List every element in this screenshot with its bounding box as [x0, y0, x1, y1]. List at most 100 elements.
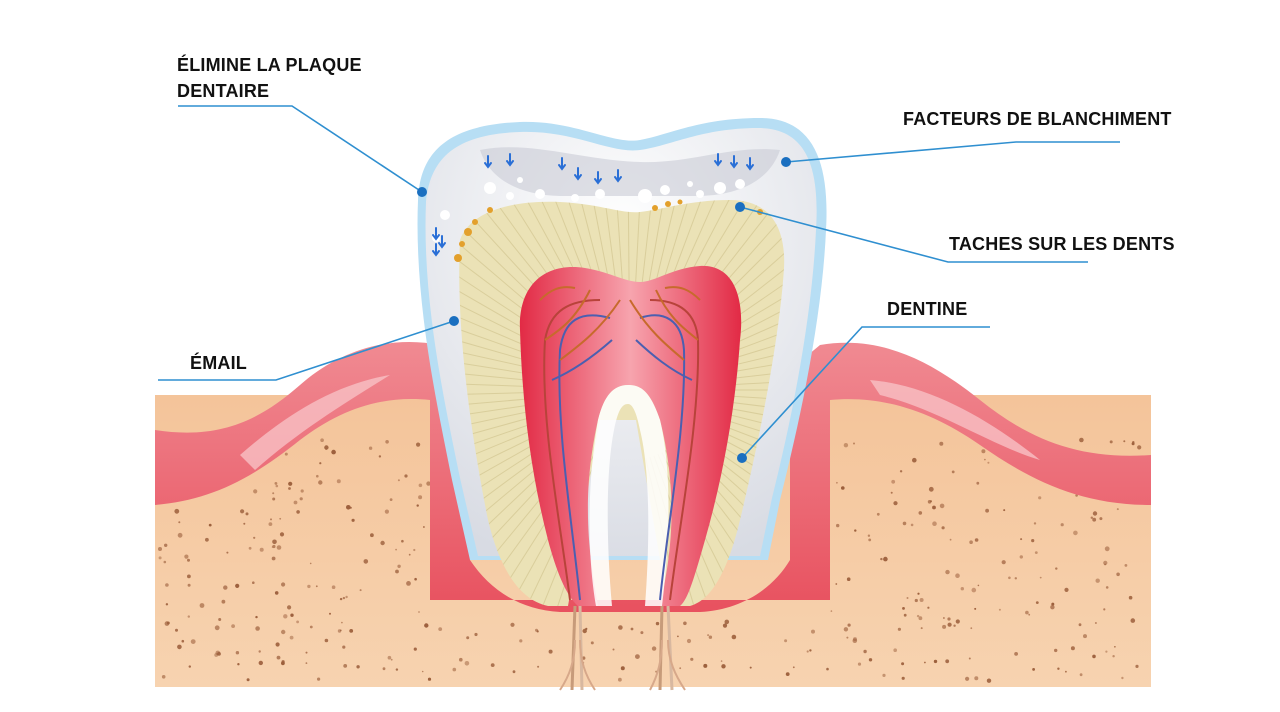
bone-speck: [941, 526, 945, 530]
bone-speck: [459, 657, 463, 662]
bone-speck: [1099, 517, 1103, 521]
dot-enamel: [449, 316, 459, 326]
label-enamel: ÉMAIL: [190, 353, 247, 373]
bone-speck: [165, 603, 169, 606]
bone-speck: [1028, 613, 1031, 616]
bone-speck: [293, 500, 298, 505]
bone-speck: [720, 660, 723, 662]
bone-speck: [1128, 595, 1133, 600]
bone-speck: [537, 665, 540, 668]
bone-speck: [1112, 655, 1115, 658]
bone-speck: [359, 589, 362, 592]
bone-speck: [351, 518, 355, 522]
bone-speck: [590, 641, 594, 645]
leader-dots: [417, 157, 791, 463]
bone-speck: [231, 624, 236, 628]
bone-speck: [928, 486, 934, 492]
bone-speck: [184, 554, 189, 559]
bone-speck: [792, 666, 795, 669]
dot-stains: [735, 202, 745, 212]
leader-dentin: [741, 326, 990, 459]
bone-speck: [919, 598, 924, 602]
whitening-arrow-icon: [432, 227, 440, 241]
bone-speck: [296, 510, 300, 514]
bone-speck: [309, 625, 313, 629]
bone-speck: [1065, 670, 1067, 673]
bone-speck: [378, 455, 382, 458]
bone-speck: [1092, 517, 1097, 522]
bone-speck: [318, 480, 323, 485]
dot-dentin: [737, 453, 747, 463]
bone-speck: [380, 540, 385, 546]
bone-speck: [924, 661, 926, 664]
bone-speck: [708, 635, 713, 639]
pulp: [519, 265, 742, 606]
bone-speck: [416, 442, 421, 447]
bone-speck: [205, 537, 209, 542]
gum-highlight-left: [240, 375, 390, 470]
bone-speck: [945, 569, 950, 575]
bone-speck: [175, 628, 178, 632]
bone-speck: [423, 526, 425, 528]
bone-speck: [1054, 648, 1058, 653]
bone-speck: [164, 543, 168, 547]
bone-speck: [1003, 509, 1006, 512]
bone-speck: [951, 470, 955, 474]
bone-speck: [809, 649, 812, 652]
bone-speck: [853, 637, 857, 642]
bone-speck: [897, 627, 902, 631]
bone-speck: [187, 583, 191, 587]
bone-speck: [846, 577, 851, 581]
bone-speck: [853, 442, 855, 445]
bone-speck: [847, 623, 851, 627]
bone-speck: [902, 521, 907, 526]
bone-speck: [331, 585, 336, 589]
bone-speck: [955, 619, 960, 624]
bone-speck: [690, 657, 694, 661]
bone-speck: [397, 564, 401, 568]
bone-speck: [255, 626, 260, 631]
bone-speck: [288, 481, 293, 486]
bone-speck: [974, 607, 977, 610]
bone-speck: [283, 614, 288, 619]
bone-speck: [960, 587, 964, 591]
bone-speck: [223, 585, 228, 590]
bone-speck: [785, 672, 790, 676]
bone-speck: [893, 648, 897, 652]
bone-speck: [906, 597, 909, 599]
bone-speck: [945, 659, 950, 664]
bone-speck: [932, 521, 937, 526]
bone-speck: [899, 470, 903, 473]
bone-speck: [226, 551, 229, 554]
bone-speck: [749, 666, 752, 669]
bone-speck: [843, 443, 849, 448]
bone-speck: [218, 618, 222, 621]
bone-speck: [863, 649, 867, 654]
leader-whitening: [785, 141, 1120, 163]
bone-speck: [1090, 516, 1094, 519]
label-tooth-stains: TACHES SUR LES DENTS: [949, 234, 1175, 254]
label-plaque-line2: DENTAIRE: [177, 81, 270, 101]
bone-speck: [253, 536, 256, 539]
bone-speck: [337, 629, 342, 633]
bone-speck: [385, 440, 389, 444]
bone-speck: [413, 647, 417, 651]
bone-speck: [424, 623, 429, 628]
bone-speck: [986, 678, 992, 683]
bone-speck: [474, 632, 478, 637]
bone-speck: [971, 587, 977, 593]
whitening-arrows: [432, 153, 754, 257]
bone-speck: [158, 556, 162, 560]
bone-speck: [178, 521, 181, 524]
bone-speck: [912, 457, 917, 463]
bone-speck: [1079, 673, 1083, 677]
bone-speck: [246, 678, 250, 682]
bone-speck: [342, 596, 346, 600]
bone-speck: [947, 622, 952, 627]
pulp-inner: [589, 385, 669, 606]
bone-speck: [1038, 496, 1042, 500]
bone-speck: [349, 629, 354, 633]
bone-speck: [953, 624, 956, 627]
bone-speck: [199, 603, 205, 608]
bone-speck: [427, 677, 432, 681]
